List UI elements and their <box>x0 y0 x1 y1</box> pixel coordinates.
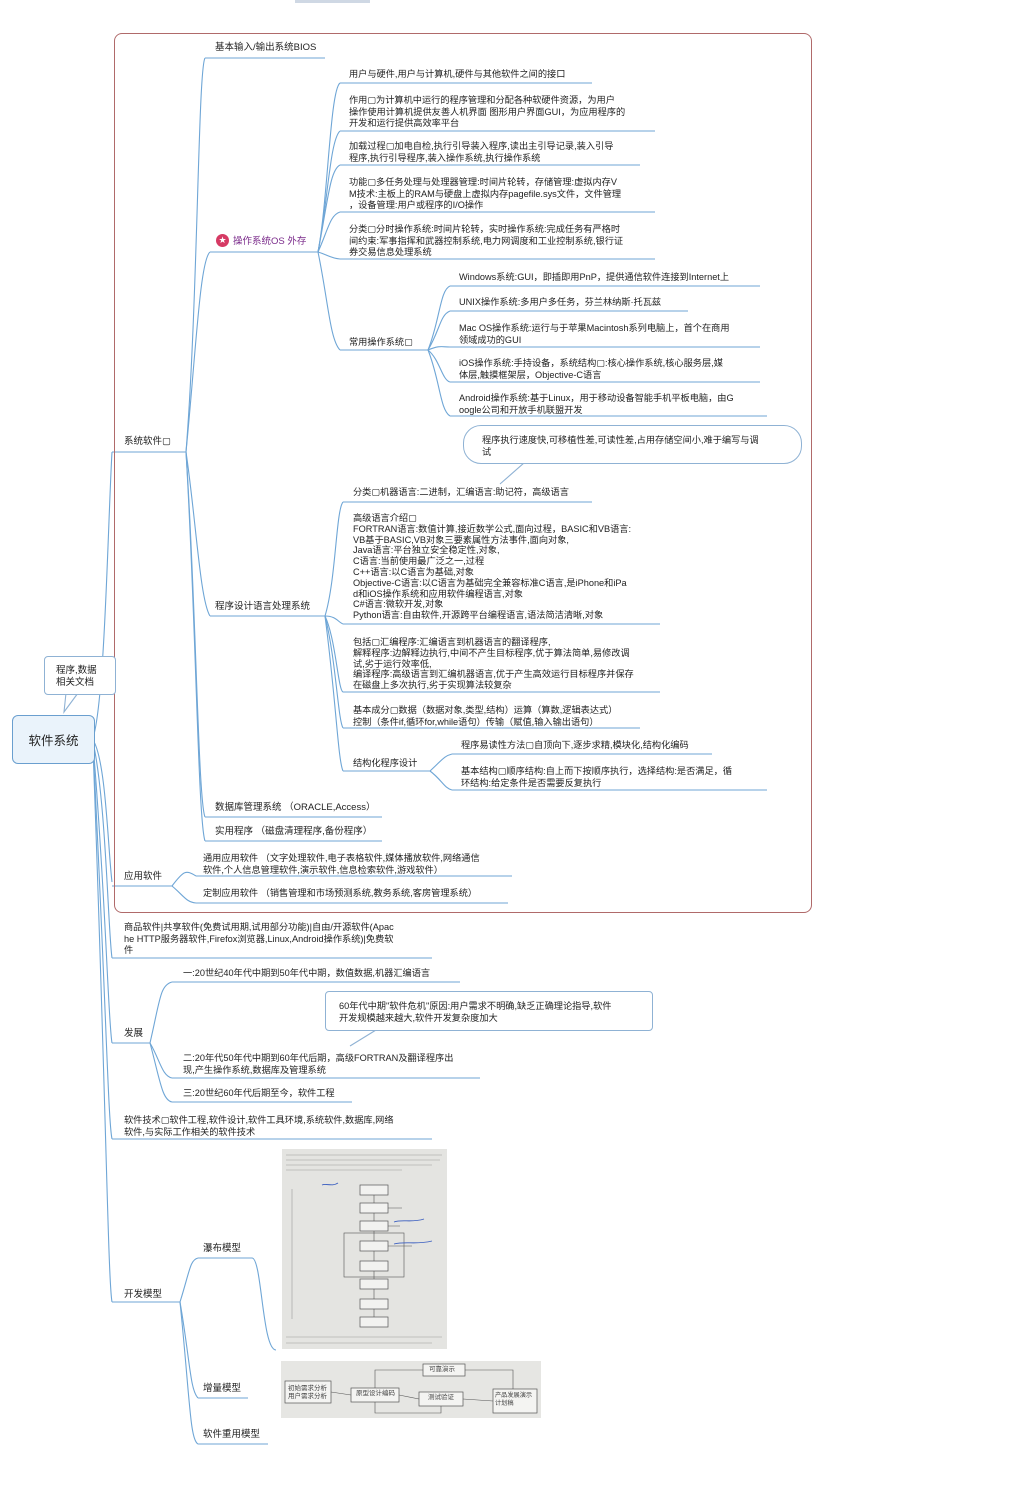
lang-item-translators[interactable]: 包括▢汇编程序:汇编语言到机器语言的翻译程序, 解释程序:边解释边执行,中间不产… <box>353 637 634 691</box>
node-dbms[interactable]: 数据库管理系统 （ORACLE,Access） <box>215 802 376 813</box>
os-item-types[interactable]: 分类▢分时操作系统:时间片轮转，实时操作系统:完成任务有严格时 间约束:军事指挥… <box>349 224 624 258</box>
model-incremental[interactable]: 增量模型 <box>203 1383 242 1394</box>
common-os-unix[interactable]: UNIX操作系统:多用户多任务，芬兰林纳斯·托瓦兹 <box>459 297 662 307</box>
common-os-android[interactable]: Android操作系统:基于Linux，用于移动设备智能手机平板电脑，由G oo… <box>459 393 734 415</box>
waterfall-model-photo <box>282 1149 447 1349</box>
model-waterfall[interactable]: 瀑布模型 <box>203 1243 242 1254</box>
common-os-windows[interactable]: Windows系统:GUI，即插即用PnP，提供通信软件连接到Internet上 <box>459 272 730 282</box>
star-icon: ★ <box>216 234 229 247</box>
inc-box-3: 测试验证 <box>428 1394 454 1401</box>
os-item-role[interactable]: 作用▢为计算机中运行的程序管理和分配各种软硬件资源，为用户 操作使用计算机提供友… <box>349 95 626 129</box>
os-item-boot[interactable]: 加载过程▢加电自检,执行引导装入程序,读出主引导记录,装入引导 程序,执行引导程… <box>349 141 614 163</box>
node-software-technology[interactable]: 软件技术▢软件工程,软件设计,软件工具环境,系统软件,数据库,网络 软件,与实际… <box>124 1115 394 1137</box>
common-os-macos[interactable]: Mac OS操作系统:运行与于苹果Macintosh系列电脑上，首个在商用 领域… <box>459 323 730 345</box>
root-node[interactable]: 软件系统 <box>12 715 95 764</box>
inc-box-5: 产品发展演示 计划稿 <box>495 1392 533 1407</box>
structured-item-method[interactable]: 程序易读性方法▢自顶向下,逐步求精,模块化,结构化编码 <box>461 740 689 750</box>
system-and-application-group-frame <box>114 33 812 913</box>
incremental-model-photo <box>281 1361 541 1418</box>
root-callout[interactable] <box>44 656 116 695</box>
os-item-functions[interactable]: 功能▢多任务处理与处理器管理:时间片轮转，存储管理:虚拟内存V M技术:主板上的… <box>349 177 622 211</box>
lang-item-highlevel[interactable]: 高级语言介绍▢ FORTRAN语言:数值计算,接近数学公式,面向过程，BASIC… <box>353 513 632 621</box>
model-reuse[interactable]: 软件重用模型 <box>203 1429 261 1440</box>
dev-callout-text: 60年代中期"软件危机"原因:用户需求不明确,缺乏正确理论指导,软件 开发规模越… <box>339 1001 612 1023</box>
inc-box-4: 可靠演示 <box>429 1366 455 1373</box>
node-application-software[interactable]: 应用软件 <box>124 871 163 882</box>
dev-stage-2[interactable]: 二:20年代50年代中期到60年代后期，高级FORTRAN及翻译程序出 现,产生… <box>183 1053 454 1075</box>
node-utility[interactable]: 实用程序 （磁盘清理程序,备份程序） <box>215 826 373 837</box>
dev-callout[interactable] <box>325 991 653 1031</box>
app-custom[interactable]: 定制应用软件 （销售管理和市场预测系统,教务系统,客房管理系统） <box>203 888 478 898</box>
node-dev-models[interactable]: 开发模型 <box>124 1289 163 1300</box>
node-system-software[interactable]: 系统软件▢ <box>124 436 171 447</box>
structured-item-basic[interactable]: 基本结构▢顺序结构:自上而下按顺序执行，选择结构:是否满足，循 环结构:给定条件… <box>461 766 733 788</box>
node-os[interactable]: 操作系统OS 外存 <box>233 236 307 247</box>
dev-stage-3[interactable]: 三:20世纪60年代后期至今，软件工程 <box>183 1088 335 1098</box>
node-bios[interactable]: 基本输入/输出系统BIOS <box>215 42 317 53</box>
lang-item-components[interactable]: 基本成分▢数据（数据对象,类型,结构）运算（算数,逻辑表达式） 控制（条件if,… <box>353 705 618 727</box>
dev-stage-1[interactable]: 一:20世纪40年代中期到50年代中期，数值数据,机器汇编语言 <box>183 968 431 978</box>
top-scroll-indicator <box>295 0 370 3</box>
app-general[interactable]: 通用应用软件 （文字处理软件,电子表格软件,媒体播放软件,网络通信 软件,个人信… <box>203 853 480 875</box>
node-commercial-software[interactable]: 商品软件|共享软件(免费试用期,试用部分功能)|自由/开源软件(Apac he … <box>124 922 394 956</box>
common-os-ios[interactable]: iOS操作系统:手持设备，系统结构▢:核心操作系统,核心服务层,媒 体层,触摸框… <box>459 358 723 380</box>
lang-item-classification[interactable]: 分类▢机器语言:二进制，汇编语言:助记符，高级语言 <box>353 487 569 497</box>
inc-box-2: 原型设计编码 <box>356 1390 395 1397</box>
root-callout-text: 程序,数据 相关文档 <box>56 665 97 688</box>
lang-callout-text: 程序执行速度快,可移植性差,可读性差,占用存储空间小,难于编写与调 试 <box>482 435 759 457</box>
node-development[interactable]: 发展 <box>124 1028 144 1039</box>
node-common-os[interactable]: 常用操作系统▢ <box>349 337 413 347</box>
inc-box-1: 初始需求分析 用户需求分析 <box>288 1385 327 1400</box>
os-item-interface[interactable]: 用户与硬件,用户与计算机,硬件与其他软件之间的接口 <box>349 69 566 79</box>
lang-callout[interactable] <box>463 425 802 464</box>
node-lang-system[interactable]: 程序设计语言处理系统 <box>215 601 311 612</box>
node-structured-programming[interactable]: 结构化程序设计 <box>353 758 418 768</box>
